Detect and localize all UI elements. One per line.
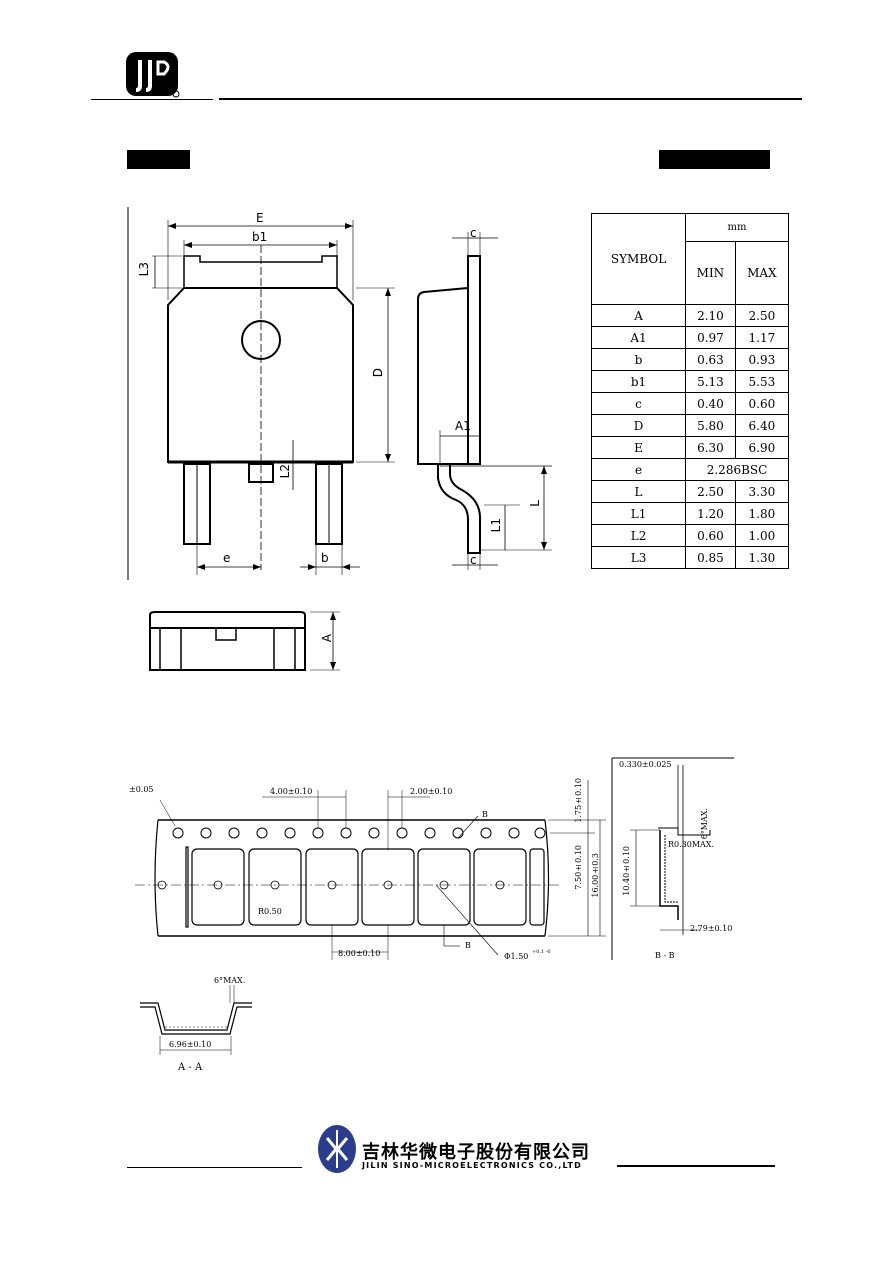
- tape-angle-side: 6°MAX.: [700, 808, 709, 840]
- footer-rule-left: [127, 1167, 302, 1168]
- tape-pitch-2: 2.00±0.10: [410, 787, 453, 796]
- footer-company-en: JILIN SINO-MICROELECTRONICS CO.,LTD: [362, 1161, 582, 1170]
- table-row: L2 0.60 1.00: [590, 524, 790, 547]
- tape-dim-750: 7.50±0.10: [574, 845, 583, 890]
- package-outline-drawing: [127, 207, 552, 671]
- label-A1: A1: [455, 419, 471, 433]
- min-cell: 0.60: [685, 524, 736, 547]
- section-title-right-bar: [659, 150, 770, 169]
- tape-pitch-8: 8.00±0.10: [338, 949, 381, 958]
- min-cell: 0.97: [685, 326, 736, 349]
- section-bb-label: B - B: [655, 951, 675, 960]
- table-row: A1 0.97 1.17: [590, 326, 790, 349]
- tape-hole-tol: +0.1 -0: [532, 949, 551, 955]
- tape-dim-279: 2.79±0.10: [690, 924, 733, 933]
- table-row: L3 0.85 1.30: [590, 546, 790, 569]
- label-b: b: [321, 551, 329, 565]
- max-cell: 1.30: [734, 546, 790, 569]
- table-row: D 5.80 6.40: [590, 414, 790, 437]
- footer-logo: [317, 1124, 357, 1174]
- symbol-cell: L2: [590, 524, 687, 547]
- tape-edge-175: 1.75±0.10: [574, 778, 583, 823]
- footer-company-cn: 吉林华微电子股份有限公司: [362, 1142, 590, 1163]
- section-title-left-bar: [127, 150, 190, 169]
- min-header: MIN: [685, 241, 736, 305]
- unit-header: mm: [685, 213, 789, 242]
- header-rule-long: [219, 98, 802, 100]
- tape-dim-1600: 16.00±0.3: [591, 853, 600, 898]
- table-row: L 2.50 3.30: [590, 480, 790, 503]
- header-logo: [126, 52, 182, 98]
- label-e: e: [223, 551, 231, 565]
- tape-pitch-4: 4.00±0.10: [270, 787, 313, 796]
- section-aa-label: A - A: [178, 1062, 203, 1073]
- dimensions-table: SYMBOL mm MIN MAX A 2.10 2.50 A1 0.97 1.…: [590, 213, 790, 569]
- header-rule-short: [91, 99, 213, 100]
- symbol-cell: L3: [590, 546, 687, 569]
- jilin-logo-icon: [126, 52, 180, 98]
- table-row: A 2.10 2.50: [590, 304, 790, 327]
- symbol-cell: A: [590, 304, 687, 327]
- label-c-top: c: [470, 226, 477, 240]
- tape-drawing: [135, 757, 734, 1055]
- max-cell: 1.80: [734, 502, 790, 525]
- label-E: E: [256, 211, 264, 225]
- tape-r050: R0.50: [258, 907, 282, 916]
- tape-dim-1040: 10.40±0.10: [622, 846, 631, 896]
- tape-hole-dia: Φ1.50: [504, 952, 529, 961]
- jilin-sino-logo-icon: [318, 1125, 356, 1173]
- max-cell: 1.17: [734, 326, 790, 349]
- label-b1: b1: [252, 230, 268, 244]
- tape-label-B2: B: [465, 941, 471, 950]
- min-cell: 2.50: [685, 480, 736, 503]
- symbol-header: SYMBOL: [590, 213, 687, 305]
- label-c-bottom: c: [470, 553, 477, 567]
- tape-r030: R0.30MAX.: [668, 840, 715, 849]
- aa-dim-696: 6.96±0.10: [169, 1040, 212, 1049]
- tape-label-B: B: [482, 810, 488, 819]
- tape-thickness: 0.330±0.025: [619, 760, 672, 769]
- aa-angle: 6°MAX.: [214, 976, 246, 985]
- tape-tol-left: ±0.05: [129, 785, 154, 794]
- footer-rule-right: [617, 1165, 775, 1167]
- max-cell: 6.90: [734, 436, 790, 459]
- min-cell: 5.80: [685, 414, 736, 437]
- max-header: MAX: [734, 241, 790, 305]
